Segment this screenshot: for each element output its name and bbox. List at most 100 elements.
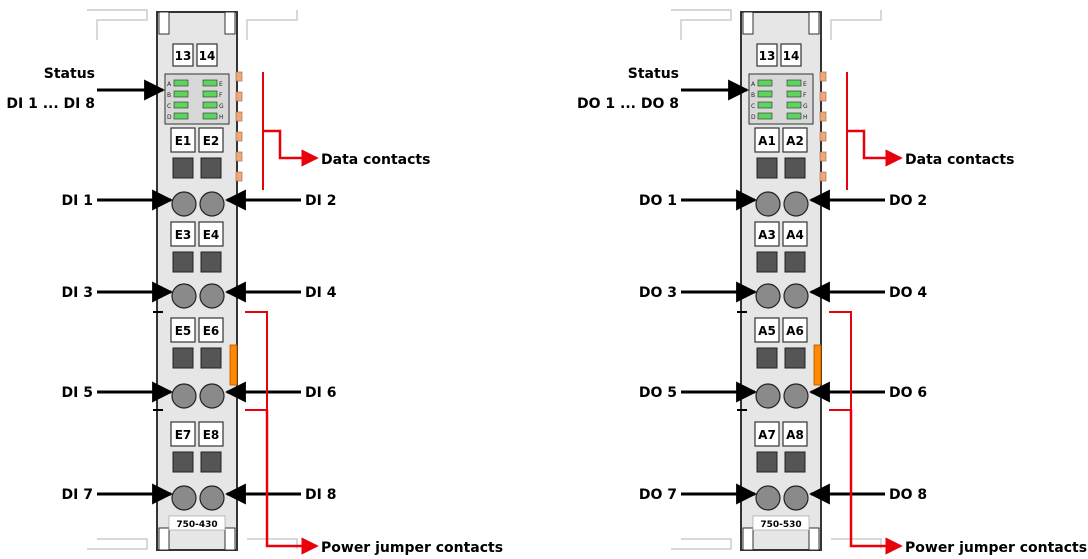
- data-contact-pad: [235, 171, 243, 182]
- channel-label-left: DI 3: [62, 285, 93, 301]
- top-marker-13: 13: [759, 49, 776, 63]
- terminal-tag: E7: [175, 428, 192, 442]
- terminal-tag-box: [170, 421, 196, 447]
- channel-label-right: DI 6: [305, 385, 336, 401]
- terminal-tag-box: [754, 421, 780, 447]
- terminal-tag-box: [782, 127, 808, 153]
- channel-label-right: DO 2: [889, 193, 927, 209]
- power-jumper-contact: [813, 344, 822, 386]
- status-range-label: DO 1 ... DO 8: [577, 96, 679, 112]
- led-letter: D: [751, 114, 756, 121]
- terminal-tag-box: [170, 127, 196, 153]
- marker-box: [172, 43, 194, 67]
- part-number: 750-530: [760, 520, 801, 530]
- din-rail-outline: [671, 538, 732, 550]
- data-contacts-arrow: [847, 129, 903, 167]
- marker-box: [780, 43, 802, 67]
- led-letter: B: [751, 92, 755, 99]
- terminal-tag-box: [198, 127, 224, 153]
- terminal-tag: A1: [758, 134, 776, 148]
- channel-label-left: DO 5: [639, 385, 677, 401]
- data-contacts-label: Data contacts: [321, 152, 430, 168]
- terminal-tag: E3: [175, 228, 192, 242]
- channel-label-right: DO 4: [889, 285, 927, 301]
- terminal-tag-box: [782, 421, 808, 447]
- wire-clamp-right: [783, 485, 809, 511]
- push-button-block: [756, 451, 778, 473]
- terminal-tag-box: [198, 317, 224, 343]
- led-letter: D: [167, 114, 172, 121]
- channel-label-right: DI 2: [305, 193, 336, 209]
- led-letter: H: [803, 114, 808, 121]
- top-marker-14: 14: [783, 49, 800, 63]
- push-button-block: [172, 157, 194, 179]
- wire-clamp-right: [199, 485, 225, 511]
- data-contact-pad: [819, 151, 827, 162]
- status-led: [202, 79, 218, 87]
- push-button-block: [172, 347, 194, 369]
- status-led: [786, 79, 802, 87]
- terminal-tag: E8: [203, 428, 220, 442]
- channel-label-left: DO 7: [639, 487, 677, 503]
- power-jumper-arrow: [849, 410, 903, 555]
- status-led: [757, 112, 773, 120]
- latch-top-right: [808, 11, 820, 35]
- wire-clamp-right: [199, 383, 225, 409]
- wire-clamp-left: [755, 191, 781, 217]
- status-led: [786, 90, 802, 98]
- terminal-tag: E6: [203, 324, 220, 338]
- terminal-tag: A3: [758, 228, 776, 242]
- terminal-tag: A8: [786, 428, 804, 442]
- latch-top-right: [224, 11, 236, 35]
- status-led: [786, 101, 802, 109]
- status-led: [757, 101, 773, 109]
- data-contact-pad: [819, 131, 827, 142]
- push-button-block: [756, 347, 778, 369]
- led-letter: C: [751, 103, 755, 110]
- status-led: [173, 101, 189, 109]
- latch-bottom-left: [742, 527, 754, 551]
- channel-label-left: DI 5: [62, 385, 93, 401]
- din-rail-outline: [671, 9, 732, 40]
- wire-clamp-right: [199, 283, 225, 309]
- power-jumper-arrow: [265, 410, 319, 555]
- push-button-block: [756, 157, 778, 179]
- terminal-tag-box: [170, 317, 196, 343]
- channel-label-left: DO 3: [639, 285, 677, 301]
- din-rail-outline: [246, 10, 298, 40]
- status-led: [202, 112, 218, 120]
- power-jumper-label: Power jumper contacts: [321, 540, 503, 556]
- data-contact-pad: [819, 91, 827, 102]
- push-button-block: [784, 347, 806, 369]
- status-led: [757, 90, 773, 98]
- part-number-plate: [752, 515, 810, 531]
- latch-top-left: [742, 11, 754, 35]
- data-contact-pad: [235, 131, 243, 142]
- terminal-tag-box: [198, 221, 224, 247]
- terminal-tag: A2: [786, 134, 804, 148]
- terminal-tag: E4: [203, 228, 220, 242]
- wire-clamp-left: [171, 191, 197, 217]
- wire-clamp-left: [755, 283, 781, 309]
- power-jumper-label: Power jumper contacts: [905, 540, 1087, 556]
- status-led: [757, 79, 773, 87]
- marker-box: [196, 43, 218, 67]
- data-contact-pad: [235, 111, 243, 122]
- data-contact-pad: [235, 71, 243, 82]
- wire-clamp-right: [783, 383, 809, 409]
- terminal-tag: E1: [175, 134, 192, 148]
- latch-bottom-left: [158, 527, 170, 551]
- terminal-tag-box: [754, 317, 780, 343]
- data-contact-pad: [235, 91, 243, 102]
- wire-clamp-right: [783, 283, 809, 309]
- terminal-tag: E2: [203, 134, 220, 148]
- data-contact-pad: [819, 71, 827, 82]
- channel-label-right: DI 8: [305, 487, 336, 503]
- terminal-tag-box: [170, 221, 196, 247]
- terminal-tag-box: [782, 221, 808, 247]
- terminal-tag: E5: [175, 324, 192, 338]
- wire-clamp-right: [783, 191, 809, 217]
- marker-box: [756, 43, 778, 67]
- led-letter: G: [219, 103, 224, 110]
